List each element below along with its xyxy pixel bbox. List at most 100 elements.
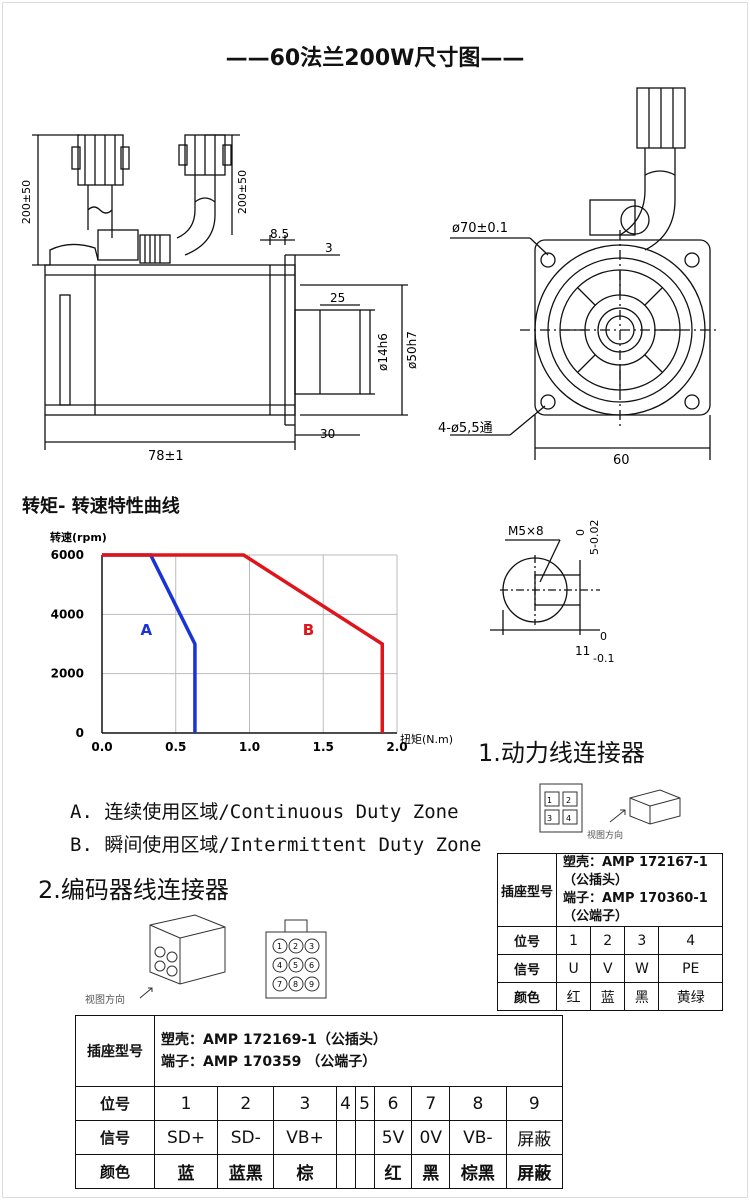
dim-flange: 60 (613, 453, 630, 468)
power-connector-title: 1.动力线连接器 (478, 739, 645, 767)
power-spec-terminal: 端子：AMP 170360-1 （公端子） (563, 891, 708, 924)
encoder-pin-8: 8 (293, 980, 298, 989)
table-cell: W (624, 954, 660, 983)
key-tol-b2: -0.1 (593, 652, 614, 665)
encoder-pin-2: 2 (293, 942, 298, 951)
chart-y-tick-label: 2000 (51, 667, 84, 681)
table-cell: 黑 (624, 982, 660, 1011)
dim-length: 78±1 (148, 449, 184, 464)
table-cell: V (590, 954, 626, 983)
chart-x-tick-label: 1.0 (239, 740, 260, 754)
dim-25: 25 (330, 291, 345, 305)
chart-y-tick-label: 6000 (51, 548, 84, 562)
table-cell: 红 (373, 1154, 413, 1189)
table-cell: 5 (354, 1086, 375, 1121)
dim-cable-left: 200±50 (20, 180, 33, 224)
table-cell: 屏蔽 (505, 1120, 564, 1155)
table-cell: 红 (555, 982, 592, 1011)
power-pin-4: 4 (566, 814, 571, 823)
keyway-detail: M5×8 0 5-0.02 0 11 -0.1 (490, 520, 614, 665)
encoder-row-label: 信号 (75, 1120, 155, 1155)
chart-series-B (102, 553, 384, 733)
table-cell: 3 (624, 926, 660, 955)
encoder-row-label: 颜色 (75, 1154, 155, 1189)
chart-series-A (102, 553, 197, 733)
table-cell: 2 (590, 926, 626, 955)
encoder-connector-drawing: 1 2 3 4 5 6 7 8 9 视图方向 (85, 914, 327, 1006)
table-row: 信号 U V W PE (497, 954, 723, 983)
table-cell (354, 1154, 375, 1189)
power-header-label: 插座型号 (497, 853, 557, 927)
encoder-view-direction: 视图方向 (85, 993, 125, 1006)
table-cell: VB- (449, 1120, 507, 1155)
table-cell: 2 (217, 1086, 275, 1121)
power-pin-2: 2 (566, 796, 571, 805)
encoder-pin-6: 6 (309, 961, 314, 970)
motor-front-view: ø70±0.1 4-ø5,5通 60 (438, 87, 720, 468)
table-row: 位号 1 2 3 4 (497, 926, 723, 955)
dim-shaft-dia: ø14h6 (376, 333, 390, 371)
table-cell: 黑 (411, 1154, 451, 1189)
dim-30: 30 (320, 427, 335, 441)
table-cell: 0V (411, 1120, 451, 1155)
encoder-pin-5: 5 (293, 961, 298, 970)
table-cell (354, 1120, 375, 1155)
table-row: 颜色 蓝 蓝黑 棕 红 黑 棕黑 屏蔽 (75, 1154, 564, 1189)
power-row-label: 位号 (497, 926, 557, 955)
encoder-spec-shell: 塑壳：AMP 172169-1（公插头） (161, 1032, 387, 1048)
chart-x-label: 扭矩(N.m) (400, 732, 453, 746)
key-tol-b1: 11 (575, 644, 590, 658)
table-cell: 6 (373, 1086, 413, 1121)
table-cell: 8 (449, 1086, 507, 1121)
chart-series-label-A: A (141, 621, 153, 639)
dim-pcd: ø70±0.1 (452, 221, 508, 236)
encoder-pin-3: 3 (309, 942, 314, 951)
table-cell: 5V (373, 1120, 413, 1155)
encoder-pin-9: 9 (309, 980, 314, 989)
dim-8-5: 8.5 (270, 227, 289, 241)
power-spec-shell: 塑壳：AMP 172167-1 （公插头） (563, 855, 708, 888)
encoder-pin-1: 1 (277, 942, 282, 951)
table-cell: 4 (335, 1086, 356, 1121)
table-cell: 9 (505, 1086, 564, 1121)
table-row: 位号 1 2 3 4 5 6 7 8 9 (75, 1086, 564, 1121)
encoder-pin-4: 4 (277, 961, 282, 970)
table-cell (335, 1154, 356, 1189)
encoder-spec: 塑壳：AMP 172169-1（公插头） 端子：AMP 170359 （公端子） (154, 1015, 563, 1087)
table-cell (335, 1120, 356, 1155)
table-cell: 棕黑 (449, 1154, 507, 1189)
key-tol-a2: 5-0.02 (588, 520, 601, 555)
table-row: 信号 SD+ SD- VB+ 5V 0V VB- 屏蔽 (75, 1120, 564, 1155)
key-tol-b: 0 (600, 630, 607, 643)
chart-series-label-B: B (303, 621, 314, 639)
table-cell: 蓝 (590, 982, 626, 1011)
table-cell: 1 (555, 926, 592, 955)
zone-a-label: A. 连续使用区域/Continuous Duty Zone (70, 801, 459, 823)
table-cell: 蓝黑 (217, 1154, 275, 1189)
table-cell: PE (658, 954, 723, 983)
dim-mount-holes: 4-ø5,5通 (438, 421, 493, 436)
chart-y-tick-label: 4000 (51, 607, 84, 621)
encoder-row-label: 位号 (75, 1086, 155, 1121)
table-cell: 7 (411, 1086, 451, 1121)
power-spec: 塑壳：AMP 172167-1 （公插头） 端子：AMP 170360-1 （公… (556, 853, 723, 927)
dim-3: 3 (325, 241, 333, 255)
chart-y-tick-label: 0 (76, 726, 84, 740)
chart-x-tick-label: 0.0 (91, 740, 112, 754)
encoder-connector-table: 插座型号 塑壳：AMP 172169-1（公插头） 端子：AMP 170359 … (75, 1015, 564, 1189)
power-pin-1: 1 (547, 796, 552, 805)
chart-x-tick-label: 1.5 (313, 740, 334, 754)
chart-x-tick-label: 0.5 (165, 740, 186, 754)
power-connector-drawing: 1 2 3 4 视图方向 (539, 783, 681, 841)
table-cell: 棕 (273, 1154, 337, 1189)
curve-section-title: 转矩- 转速特性曲线 (22, 496, 180, 517)
chart-x-tick-label: 2.0 (386, 740, 407, 754)
power-row-label: 颜色 (497, 982, 557, 1011)
table-cell: 蓝 (153, 1154, 219, 1189)
table-cell: SD+ (153, 1120, 219, 1155)
table-cell: SD- (217, 1120, 275, 1155)
encoder-spec-terminal: 端子：AMP 170359 （公端子） (161, 1054, 377, 1070)
table-cell: 屏蔽 (505, 1154, 564, 1189)
power-connector-table: 插座型号 塑壳：AMP 172167-1 （公插头） 端子：AMP 170360… (497, 853, 723, 1011)
